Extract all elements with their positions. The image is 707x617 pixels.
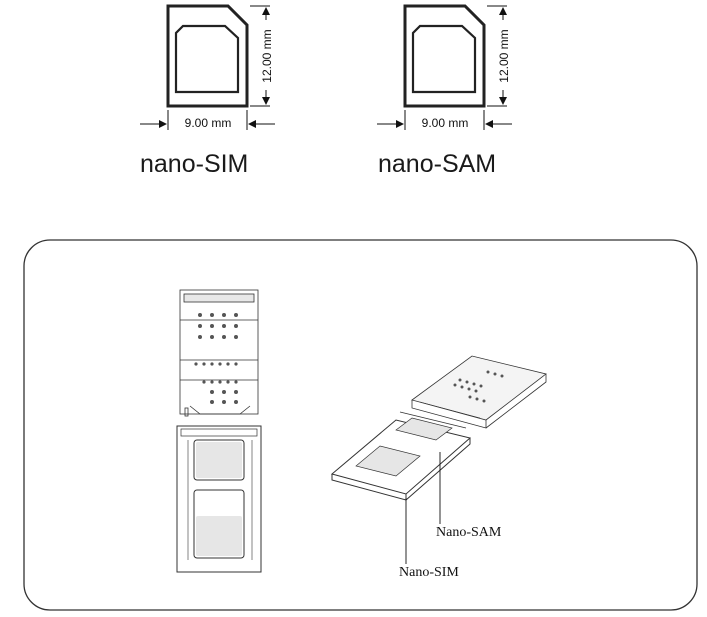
tray-front-view [176,425,262,573]
nano-sim-width-dimension [140,110,275,130]
nano-sim-width-label: 9.00 mm [184,116,232,130]
nano-sam-title: nano-SAM [378,150,497,178]
connector-3d-view [411,355,547,429]
nano-sam-width-dimension [377,110,512,130]
nano-sam-height-label: 12.00 mm [497,29,511,83]
callout-nano-sam: Nano-SAM [436,525,502,540]
nano-sim-title: nano-SIM [140,150,249,178]
nano-sam-height-dimension [487,5,507,107]
nano-sim-height-dimension [250,5,270,107]
tray-3d-view [330,411,472,501]
nano-sim-card [166,4,249,108]
tray-illustration-panel [23,239,698,611]
connector-front-view [179,289,259,417]
callout-nano-sim: Nano-SIM [399,565,459,580]
nano-sam-card [403,4,486,108]
callout-leaders [405,452,441,564]
nano-sim-height-label: 12.00 mm [260,29,274,83]
nano-sam-width-label: 9.00 mm [421,116,469,130]
